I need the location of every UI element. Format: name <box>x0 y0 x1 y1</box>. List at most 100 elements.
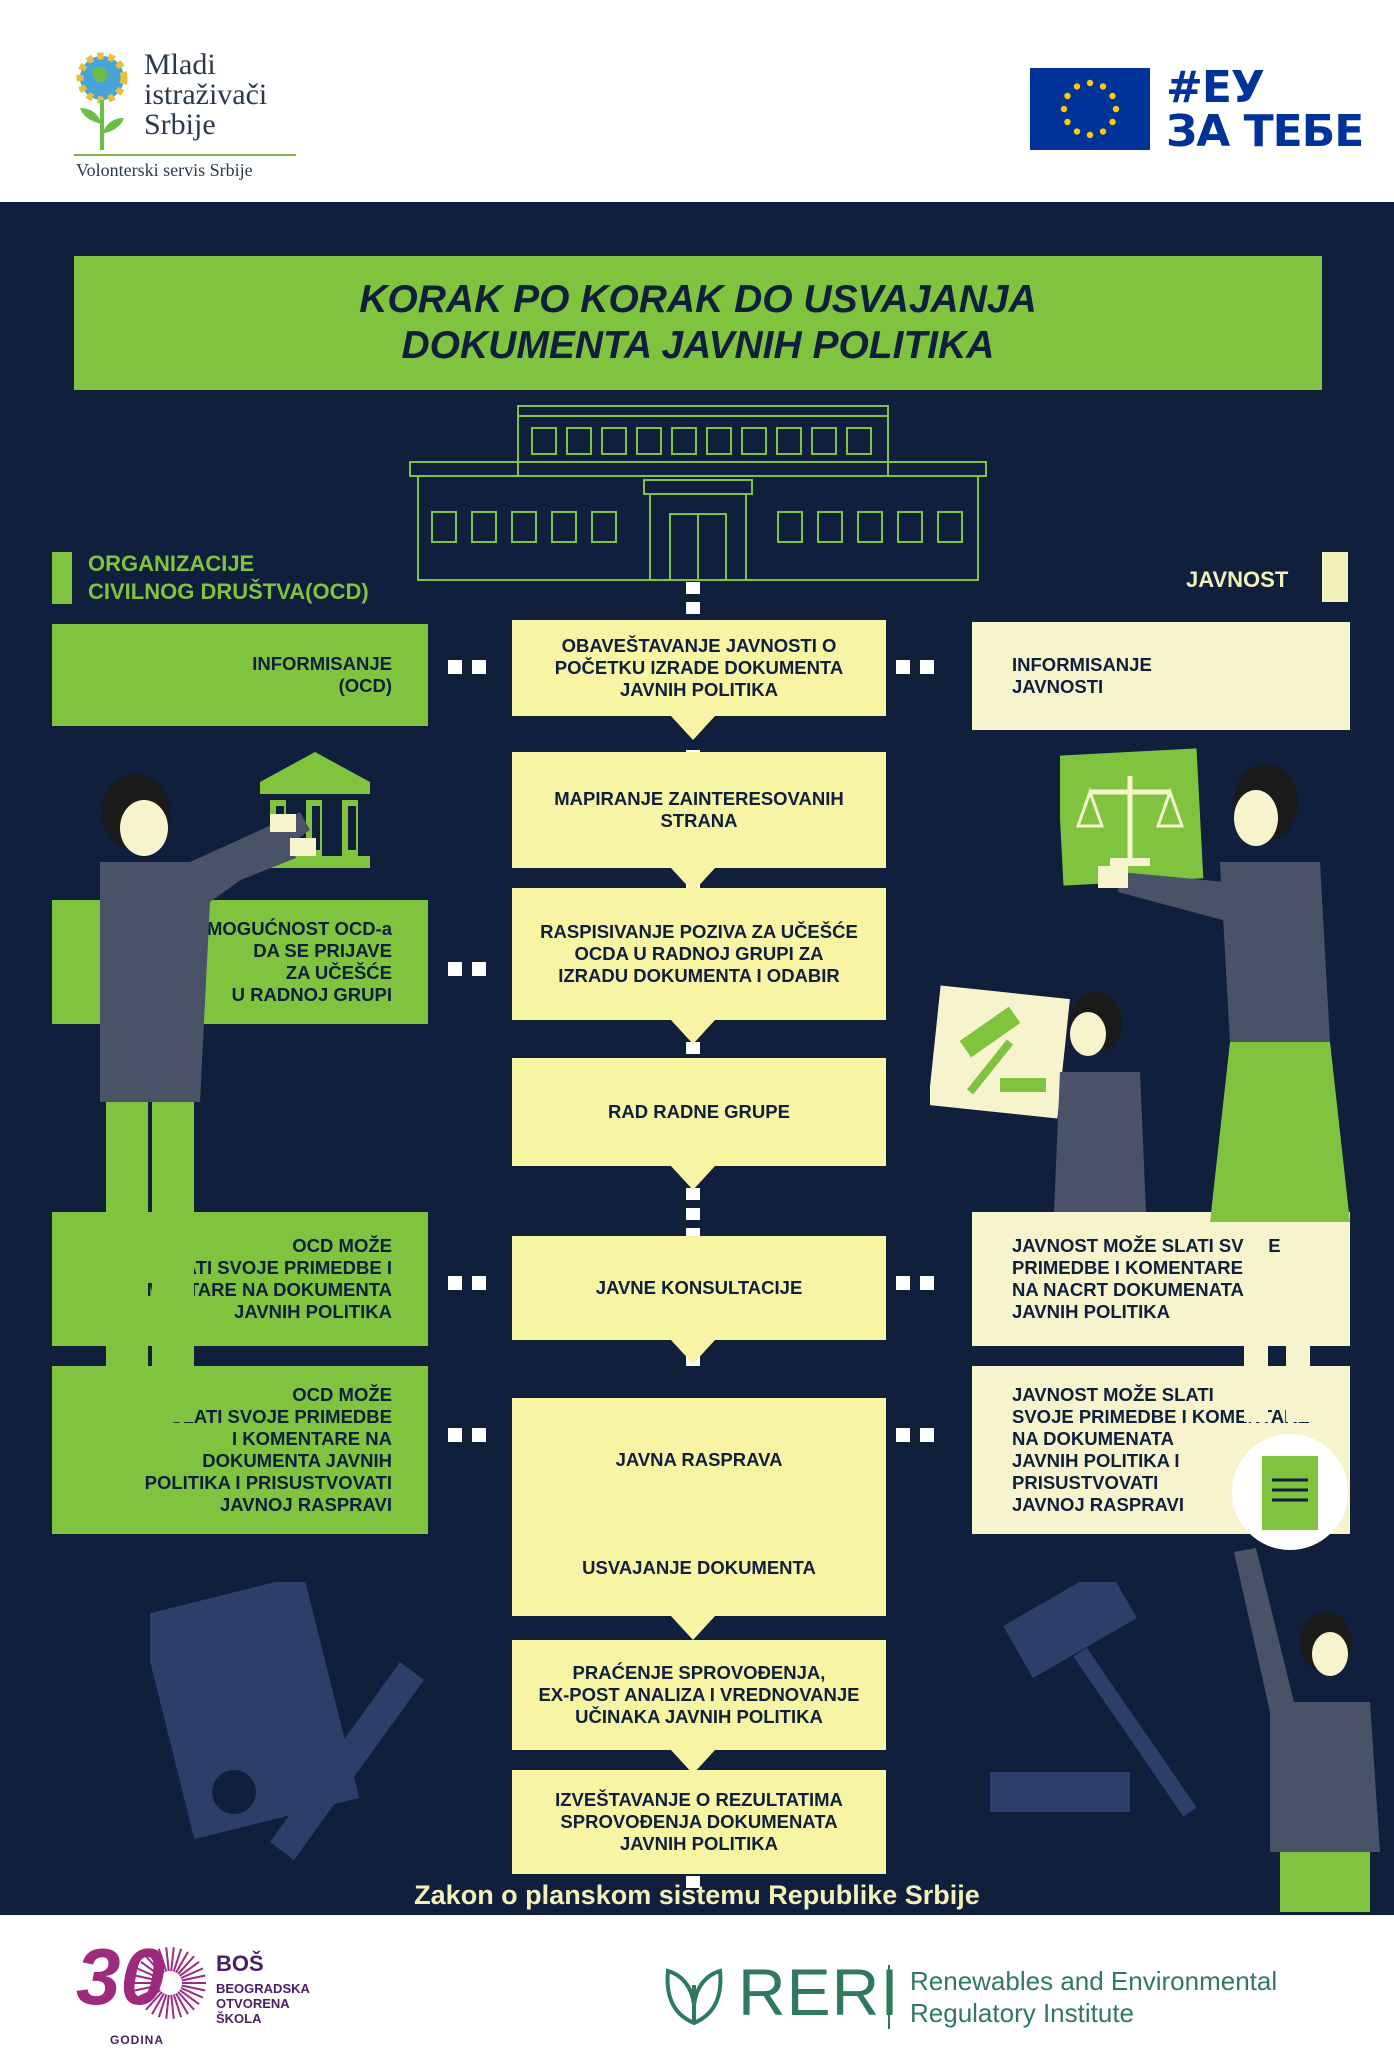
eu-hashtag-line-2: ЗА ТЕБЕ <box>1166 106 1364 157</box>
government-building-icon <box>409 405 987 581</box>
step-5: JAVNE KONSULTACIJE <box>512 1236 886 1340</box>
infographic-panel: KORAK PO KORAK DO USVAJANJA DOKUMENTA JA… <box>0 202 1394 1915</box>
building-window <box>551 511 577 543</box>
ocd-heading-line-2: CIVILNOG DRUŠTVA(OCD) <box>88 579 369 604</box>
woman-holding-scales-icon <box>1060 748 1350 1422</box>
reri-divider <box>888 1965 890 2029</box>
eu-star <box>1099 128 1107 135</box>
burst-ray <box>151 1951 165 1974</box>
building-window <box>857 511 883 543</box>
eu-star <box>1109 118 1116 126</box>
eu-star <box>1099 83 1107 90</box>
hconnector-right-1 <box>896 660 934 674</box>
eu-star <box>1086 131 1094 139</box>
burst-ray <box>151 1992 165 2015</box>
public-heading: JAVNOST <box>1186 567 1289 592</box>
radial-burst-icon <box>134 1947 206 2019</box>
building-window <box>817 511 843 543</box>
burst-ray <box>170 1947 175 1972</box>
hconnector-left-4 <box>448 1428 486 1442</box>
step-9-text: IZVEŠTAVANJE O REZULTATIMA SPROVOĐENJA D… <box>555 1789 843 1854</box>
building-window <box>706 427 732 455</box>
man-holding-gavel-icon <box>930 985 1146 1212</box>
gavel-icon <box>990 1582 1197 1817</box>
eu-star <box>1112 105 1120 113</box>
building-window <box>636 427 662 455</box>
ocd-box-informing: INFORMISANJE (OCD) <box>52 624 428 726</box>
burst-ray <box>181 1974 206 1982</box>
burst-ray <box>172 1994 183 2018</box>
step-1-arrow <box>671 716 715 740</box>
step-3: RASPISIVANJE POZIVA ZA UČEŠĆE OCDA U RAD… <box>512 888 886 1020</box>
header: Mladi istraživači Srbije Volonterski ser… <box>0 0 1394 202</box>
burst-ray <box>170 1994 175 2019</box>
reri-full-line-2: Regulatory Institute <box>910 1998 1135 2028</box>
bos-full-line-3: ŠKOLA <box>216 2011 262 2026</box>
mladi-istrazivaci-logo: Mladi istraživači Srbije Volonterski ser… <box>68 46 308 186</box>
public-box-2-text: JAVNOST MOŽE SLATI SVOJE PRIMEDBE I KOME… <box>1012 1235 1281 1322</box>
bos-full-line-2: OTVORENA <box>216 1996 290 2011</box>
source-law: Zakon o planskom sistemu Republike Srbij… <box>414 1880 980 1910</box>
step-1-text: OBAVEŠTAVANJE JAVNOSTI O POČETKU IZRADE … <box>554 635 844 700</box>
eu-star <box>1060 105 1068 113</box>
burst-ray <box>140 1961 161 1977</box>
burst-ray <box>177 1955 195 1975</box>
eu-hashtag-line-1: #ЕУ <box>1166 62 1265 113</box>
eu-star <box>1086 79 1094 87</box>
eu-star <box>1064 92 1071 100</box>
step-7-text: USVAJANJE DOKUMENTA <box>582 1557 816 1578</box>
building-window <box>671 427 697 455</box>
building-window <box>591 511 617 543</box>
step-4: RAD RADNE GRUPE <box>512 1058 886 1166</box>
burst-ray <box>180 1986 204 1999</box>
step-8-text: PRAĆENJE SPROVOĐENJA, EX-POST ANALIZA I … <box>538 1662 860 1727</box>
building-window <box>601 427 627 455</box>
eu-star <box>1064 118 1071 126</box>
title-banner: KORAK PO KORAK DO USVAJANJA DOKUMENTA JA… <box>74 256 1322 390</box>
eu-hashtag: #ЕУ ЗА ТЕБЕ <box>1166 62 1364 157</box>
step-9: IZVEŠTAVANJE O REZULTATIMA SPROVOĐENJA D… <box>512 1770 886 1874</box>
eu-star <box>1073 128 1081 135</box>
step-1: OBAVEŠTAVANJE JAVNOSTI O POČETKU IZRADE … <box>512 620 886 716</box>
hconnector-right-4 <box>896 1428 934 1442</box>
logo-line-1: Mladi <box>144 48 216 81</box>
eu-star <box>1073 83 1081 90</box>
reri-full-line-1: Renewables and Environmental <box>910 1966 1278 1996</box>
public-marker <box>1322 552 1348 602</box>
building-window <box>471 511 497 543</box>
ocd-box-1-text: INFORMISANJE (OCD) <box>252 653 392 696</box>
building-window <box>511 511 537 543</box>
title-line-2: DOKUMENTA JAVNIH POLITIKA <box>401 324 995 367</box>
step-6: JAVNA RASPRAVA <box>512 1398 886 1522</box>
burst-ray <box>134 1984 159 1992</box>
burst-ray <box>181 1984 206 1992</box>
reri-full-name: Renewables and Environmental Regulatory … <box>910 1965 1277 2029</box>
burst-ray <box>140 1989 161 2005</box>
burst-ray <box>180 1967 204 1980</box>
hconnector-left-3 <box>448 1276 486 1290</box>
footer: 30 GODINA BOŠ BEOGRADSKA OTVORENA ŠKOLA … <box>0 1915 1394 2067</box>
step-8: PRAĆENJE SPROVOĐENJA, EX-POST ANALIZA I … <box>512 1640 886 1750</box>
logo-divider <box>74 154 296 156</box>
hconnector-left-2 <box>448 962 486 976</box>
burst-ray <box>136 1986 160 1999</box>
bos-short-name: BOŠ <box>216 1951 264 1976</box>
burst-ray <box>157 1948 168 1972</box>
building-window <box>776 427 802 455</box>
burst-ray <box>136 1967 160 1980</box>
step-3-arrow <box>671 1020 715 1044</box>
burst-ray <box>165 1947 170 1972</box>
step-5-text: JAVNE KONSULTACIJE <box>595 1277 803 1298</box>
building-window <box>531 427 557 455</box>
building-window <box>777 511 803 543</box>
burst-ray <box>175 1951 189 1974</box>
public-box-1-text: INFORMISANJE JAVNOSTI <box>1012 654 1152 697</box>
building-window <box>937 511 963 543</box>
ocd-box-3-text: OCD MOŽE SLATI SVOJE PRIMEDBE I KOMENTAR… <box>119 1235 392 1322</box>
bos-full-name: BEOGRADSKA OTVORENA ŠKOLA <box>216 1981 310 2026</box>
burst-ray <box>172 1948 183 1972</box>
ocd-heading-line-1: ORGANIZACIJE <box>88 551 255 576</box>
step-5-arrow <box>671 1340 715 1364</box>
step-7-arrow <box>671 1616 715 1640</box>
hconnector-right-3 <box>896 1276 934 1290</box>
